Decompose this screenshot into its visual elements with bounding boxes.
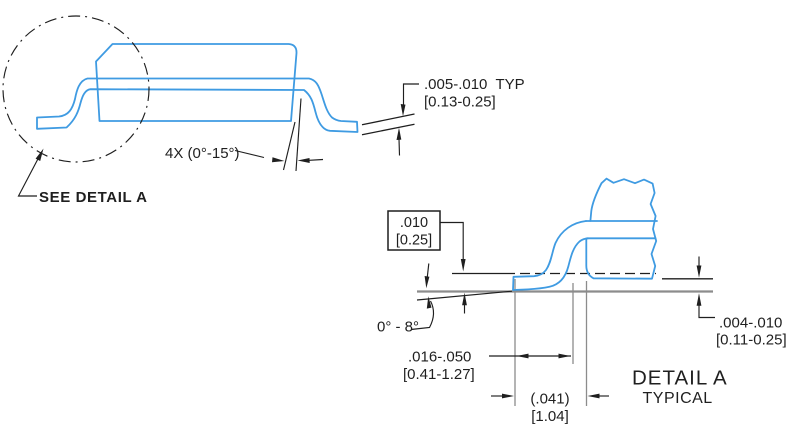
foot-angle-arrow-down-stem [426,263,430,278]
package-side-view: SEE DETAIL A 4X (0°-15°) .005-.010 TYP [… [2,15,525,206]
tip-thickness-dimension: .005-.010 TYP [0.13-0.25] [361,76,525,156]
tip-dim-arrow-down [400,104,406,117]
detail-subtitle: TYPICAL [643,390,713,407]
boxed-height-dimension: .010 [0.25] [387,210,467,314]
tip-ext-line-top [361,113,415,126]
standoff-arrow-down [696,265,702,278]
standoff-inch: .004-.010 [719,315,782,332]
foot-angle-label: 0° - 8° [377,319,419,336]
package-body-outline [95,43,298,122]
foot-length-arrow-right [558,353,571,359]
standoff-dimension: .004-.010 [0.11-0.25] [696,256,787,349]
foot-ref-arrow-left [502,393,514,399]
boxed-height-leader [440,221,464,260]
foot-ref-dimension: (.041) [1.04] [491,391,609,425]
standoff-mm: [0.11-0.25] [716,332,787,349]
tip-thickness-inch: .005-.010 TYP [424,76,525,93]
lead-angle-line-outer [282,121,296,171]
foot-length-inch: .016-.050 [408,349,471,366]
foot-angle-arrow-down [424,276,430,289]
see-detail-callout: SEE DETAIL A [17,148,148,206]
lead-angle-arrow-left [272,157,285,163]
lead-angle-line-inner [295,98,302,172]
tip-dim-arrow-up [396,127,402,140]
standoff-arrow-up [696,293,702,306]
callout-arrowhead [35,148,44,161]
detail-body-outline [585,177,658,280]
tip-dim-bracket [402,83,419,105]
see-detail-label: SEE DETAIL A [39,189,148,206]
callout-leader-line [17,154,41,197]
dimension-box [387,210,441,251]
foot-angle-arc-leader [410,300,435,331]
boxed-height-inch: .010 [400,215,428,231]
detail-lead-outline [512,220,589,291]
detail-title: DETAIL A [632,367,728,390]
foot-length-dimension: .016-.050 [0.41-1.27] [403,349,571,383]
lead-angle-arrow-right [297,158,310,163]
foot-length-mm: [0.41-1.27] [403,366,475,383]
leadframe-outline [36,77,359,133]
lead-angle-leader [234,149,265,159]
foot-ref-mm: [1.04] [531,408,569,425]
detail-zone-circle [2,15,150,163]
detail-title-block: DETAIL A TYPICAL [632,367,728,408]
tip-dim-arrow-up-stem [398,138,401,156]
boxed-height-arrow-up [462,292,467,306]
foot-angle-arrow-up [426,296,432,309]
boxed-height-mm: [0.25] [396,233,432,249]
standoff-leader [698,305,715,319]
foot-ref-inch: (.041) [530,391,569,408]
boxed-height-arrow-down [460,259,466,272]
foot-ref-arrow-right [587,393,600,399]
foot-angle-dimension: 0° - 8° [377,263,435,336]
lead-angle-arrow-tail [308,158,324,161]
detail-a-view: .010 [0.25] 0° - 8° .016-.050 [0.41-1.27… [377,177,787,425]
lead-angle-dimension: 4X (0°-15°) [165,98,324,172]
foot-length-arrow-left [516,353,529,359]
tip-ext-line-bottom [361,123,415,136]
tip-thickness-mm: [0.13-0.25] [424,94,496,111]
lead-angle-label: 4X (0°-15°) [165,145,240,162]
